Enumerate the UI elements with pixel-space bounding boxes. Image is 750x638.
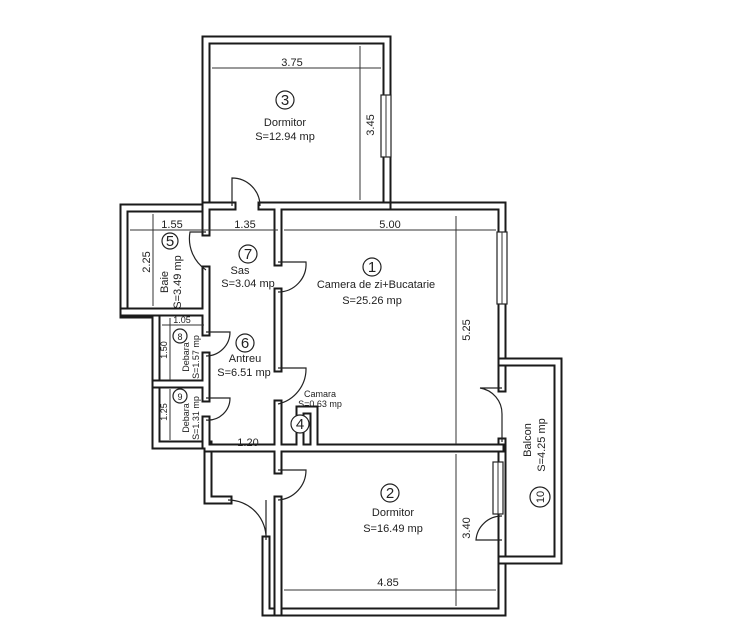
room-8-debara: 8 Debara S=1.57 mp [172, 328, 201, 379]
room-number: 5 [166, 233, 174, 250]
dim-d3-width: 3.75 [281, 57, 302, 69]
dimension-lines [130, 46, 496, 606]
dim-deb9-height: 1.25 [159, 403, 169, 421]
room-number: 8 [177, 332, 182, 342]
dim-deb8-height: 1.50 [159, 341, 169, 359]
room-3-dormitor: 3 Dormitor S=12.94 mp [255, 90, 315, 143]
room-area: S=4.25 mp [536, 418, 548, 472]
dim-baie-width: 1.55 [161, 219, 182, 231]
room-name: Camara [304, 389, 336, 399]
windows [380, 94, 508, 515]
room-number: 6 [241, 335, 249, 352]
room-area: S=3.04 mp [221, 278, 275, 290]
room-name: Debara [181, 403, 191, 433]
room-9-debara: 9 Debara S=1.31 mp [172, 388, 201, 440]
room-name: Dormitor [372, 507, 415, 519]
room-1-camera-de-zi: 1 Camera de zi+Bucatarie S=25.26 mp [317, 257, 435, 307]
room-number: 3 [281, 92, 289, 109]
room-area: S=25.26 mp [342, 295, 402, 307]
room-4-camara: Camara S=0.63 mp 4 [290, 389, 342, 434]
dim-d2-width: 4.85 [377, 577, 398, 589]
room-number: 10 [535, 491, 547, 503]
doors [188, 177, 503, 541]
room-number: 9 [177, 392, 182, 402]
room-10-balcon: Balcon S=4.25 mp 10 [522, 418, 551, 508]
dim-d2-height: 3.40 [461, 517, 473, 538]
room-area: S=0.63 mp [298, 399, 342, 409]
room-area: S=12.94 mp [255, 131, 315, 143]
room-6-antreu: 6 Antreu S=6.51 mp [217, 333, 271, 379]
room-2-dormitor: 2 Dormitor S=16.49 mp [363, 483, 423, 535]
room-name: Antreu [229, 353, 261, 365]
walls [119, 35, 563, 617]
room-number: 4 [296, 416, 304, 433]
room-number: 1 [368, 259, 376, 276]
room-area: S=6.51 mp [217, 367, 271, 379]
room-7-sas: 7 Sas S=3.04 mp [221, 244, 275, 290]
room-name: Dormitor [264, 117, 307, 129]
room-name: Sas [231, 265, 250, 277]
dim-living-height: 5.25 [461, 319, 473, 340]
dim-d3-height: 3.45 [365, 114, 377, 135]
dim-baie-height: 2.25 [141, 251, 153, 272]
dim-living-width: 5.00 [379, 219, 400, 231]
dimension-labels: 3.75 3.45 1.55 2.25 1.35 5.00 5.25 1.05 … [141, 57, 473, 589]
room-area: S=1.57 mp [191, 335, 201, 379]
room-number: 2 [386, 485, 394, 502]
dim-sas-width: 1.35 [234, 219, 255, 231]
room-name: Camera de zi+Bucatarie [317, 279, 435, 291]
room-name: Baie [159, 271, 171, 293]
room-5-baie: 5 Baie S=3.49 mp [159, 232, 184, 309]
room-area: S=16.49 mp [363, 523, 423, 535]
dim-deb8-width: 1.05 [173, 315, 191, 325]
room-number: 7 [244, 246, 252, 263]
room-area: S=1.31 mp [191, 396, 201, 440]
room-name: Balcon [522, 423, 534, 457]
room-area: S=3.49 mp [172, 255, 184, 309]
dim-antreu-width: 1.20 [237, 437, 258, 449]
room-name: Debara [181, 342, 191, 372]
